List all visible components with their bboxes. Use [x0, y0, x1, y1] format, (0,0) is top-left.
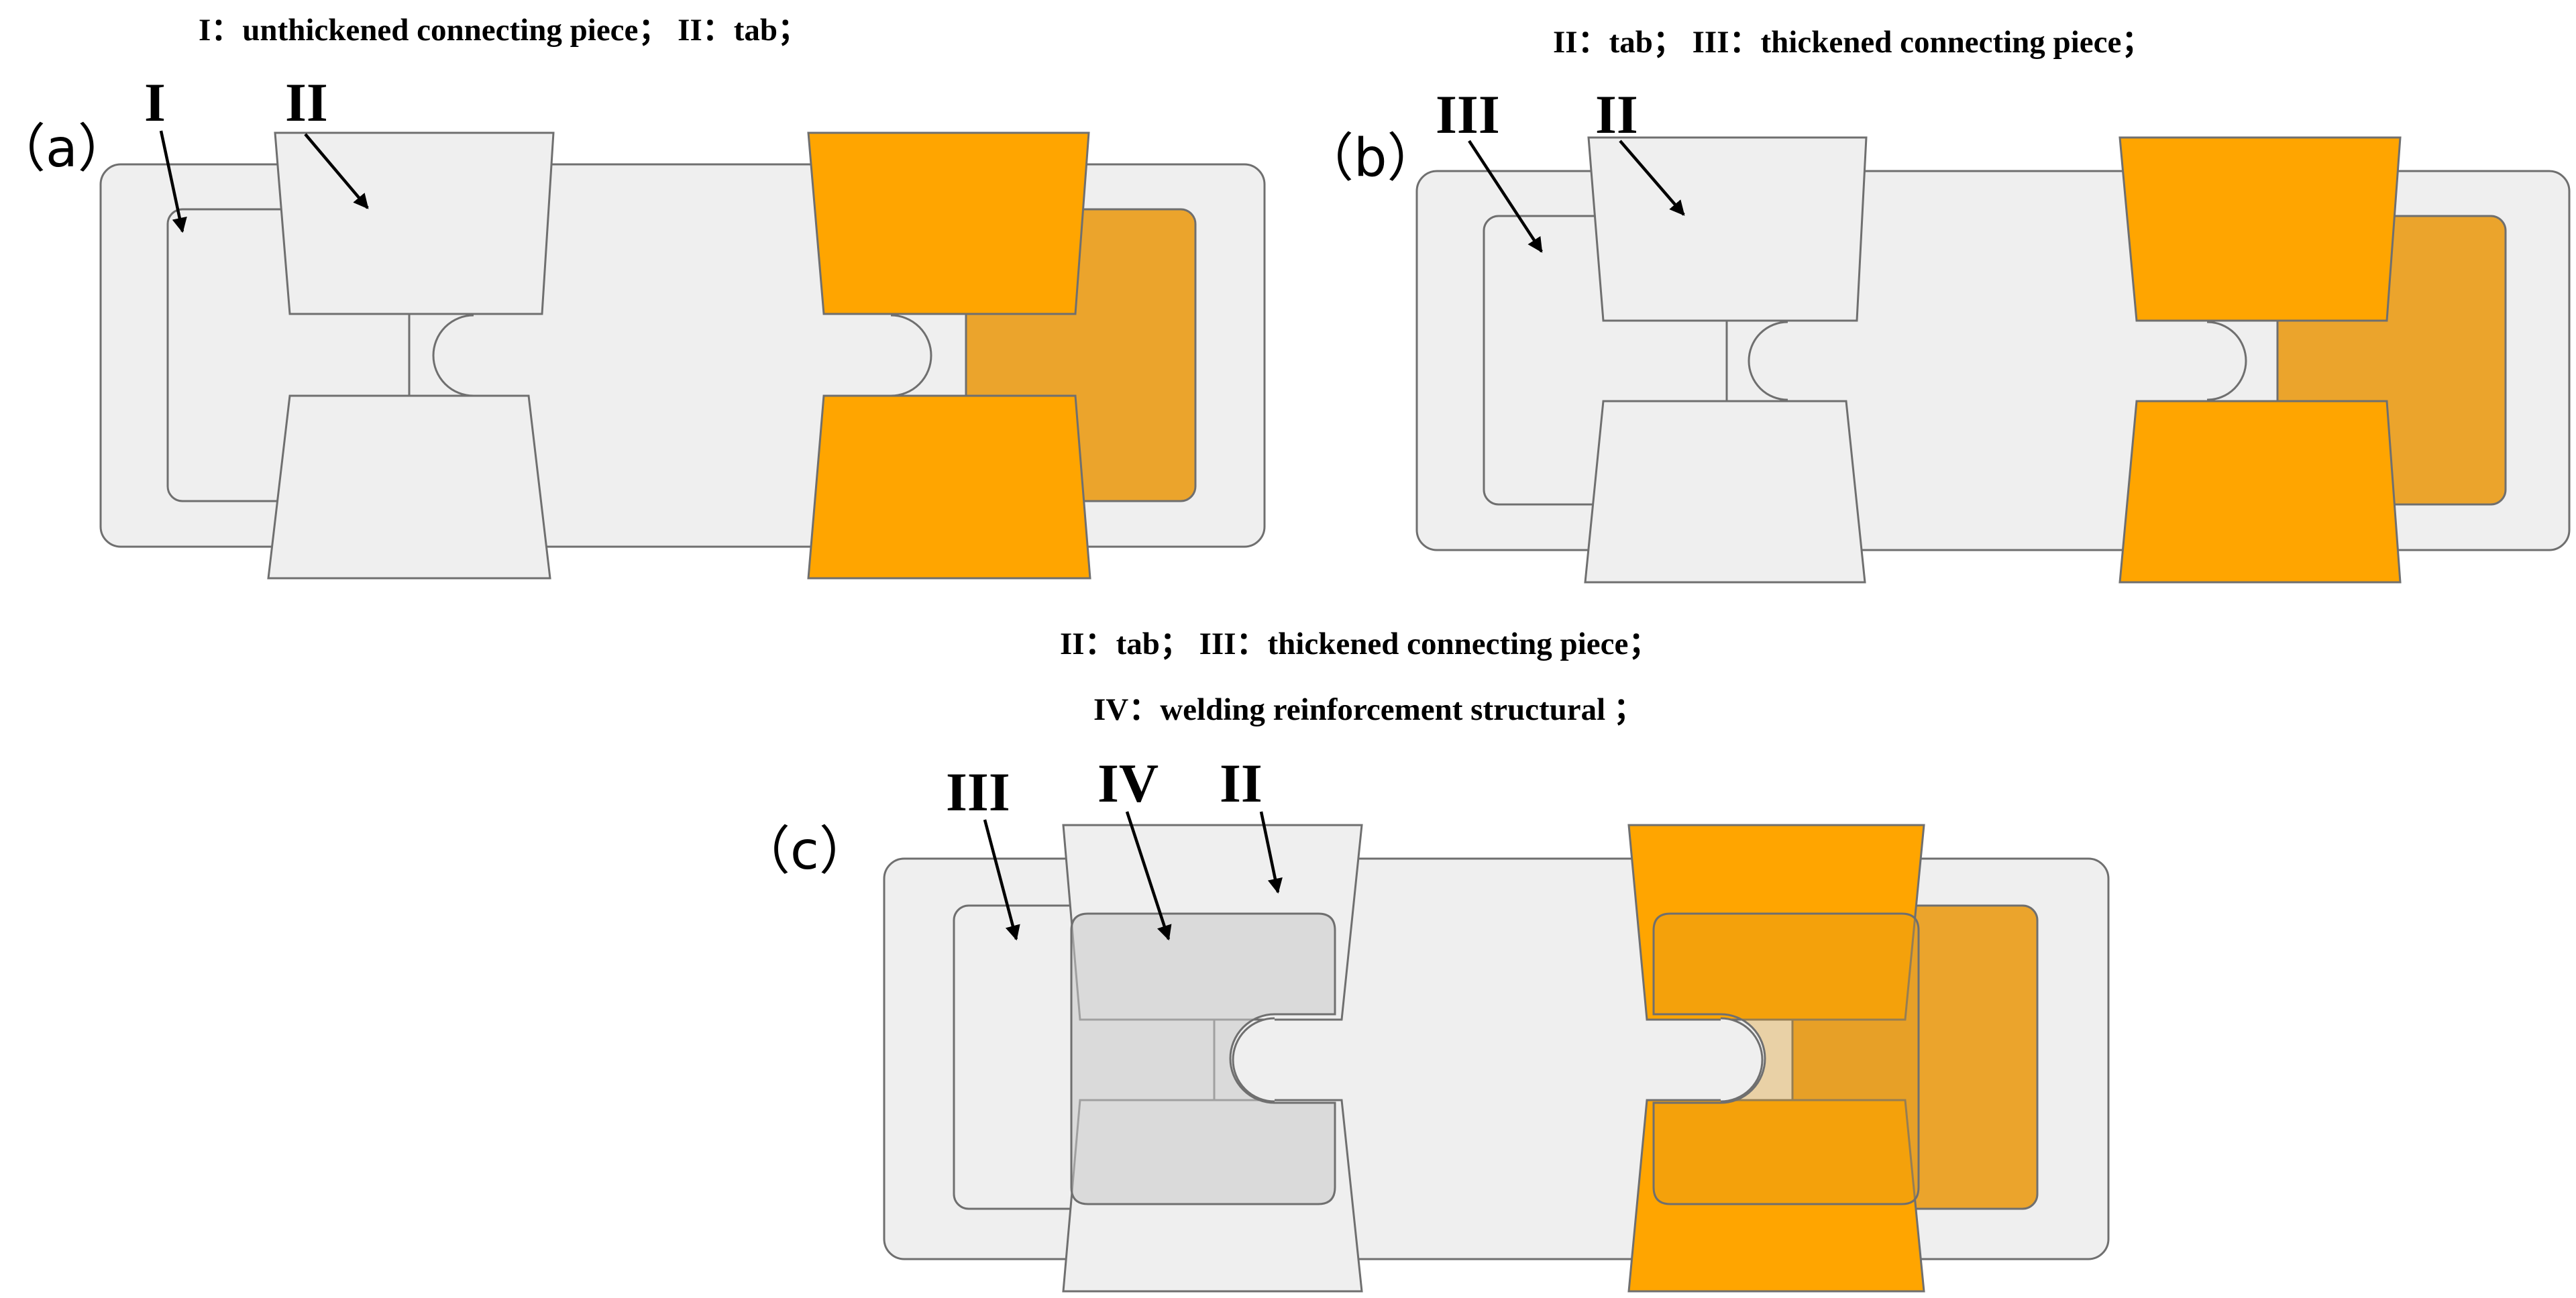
tab-left-bottom [267, 394, 551, 580]
caption-c-line2: IV：welding reinforcement structural ； [1093, 692, 1645, 727]
caption-a: I：unthickened connecting piece； II：tab； [199, 13, 809, 48]
arrow-II [304, 133, 369, 209]
arrow-III [1468, 140, 1543, 253]
panel-b: II：tab； III：thickened connecting piece； … [1301, 25, 2571, 584]
tab-right-bottom [807, 394, 1091, 580]
notch-right [2206, 321, 2247, 401]
marker-I: I [144, 72, 166, 133]
marker-II: II [1595, 84, 1638, 145]
panel-label-c: （c） [738, 821, 871, 881]
tab-right-bottom [1627, 1099, 1925, 1293]
notch-left [1232, 1017, 1275, 1103]
tab-left-top [274, 131, 555, 315]
notch-right [890, 314, 932, 397]
arrow-IV [1125, 811, 1172, 941]
marker-III: III [1436, 84, 1500, 145]
arrow-III [983, 819, 1020, 941]
arrow-II [1619, 140, 1685, 216]
notch-left [432, 314, 474, 397]
notch-right [1720, 1017, 1764, 1103]
panel-a: I：unthickened connecting piece； II：tab； … [0, 13, 1266, 580]
marker-II: II [1220, 753, 1263, 814]
arrow-I [159, 130, 187, 233]
marker-II: II [285, 72, 328, 133]
marker-III: III [946, 761, 1010, 822]
tab-left-top [1587, 136, 1868, 322]
caption-b: II：tab； III：thickened connecting piece； [1553, 25, 2153, 60]
panel-label-b: （b） [1301, 128, 1440, 188]
tab-right-top [2118, 136, 2402, 322]
tab-right-bottom [2118, 400, 2402, 584]
tab-left-bottom [1584, 400, 1866, 584]
tab-right-top [807, 131, 1090, 315]
arrow-II [1259, 811, 1283, 894]
marker-IV: IV [1097, 753, 1159, 814]
reinforcement-left [1070, 912, 1336, 1205]
reinforcement-right [1652, 912, 1920, 1205]
caption-c-line1: II：tab； III：thickened connecting piece； [1060, 627, 1660, 661]
notch-left [1748, 321, 1788, 401]
tab-right-top [1627, 824, 1925, 1021]
panel-c: II：tab； III：thickened connecting piece； … [738, 627, 2110, 1293]
